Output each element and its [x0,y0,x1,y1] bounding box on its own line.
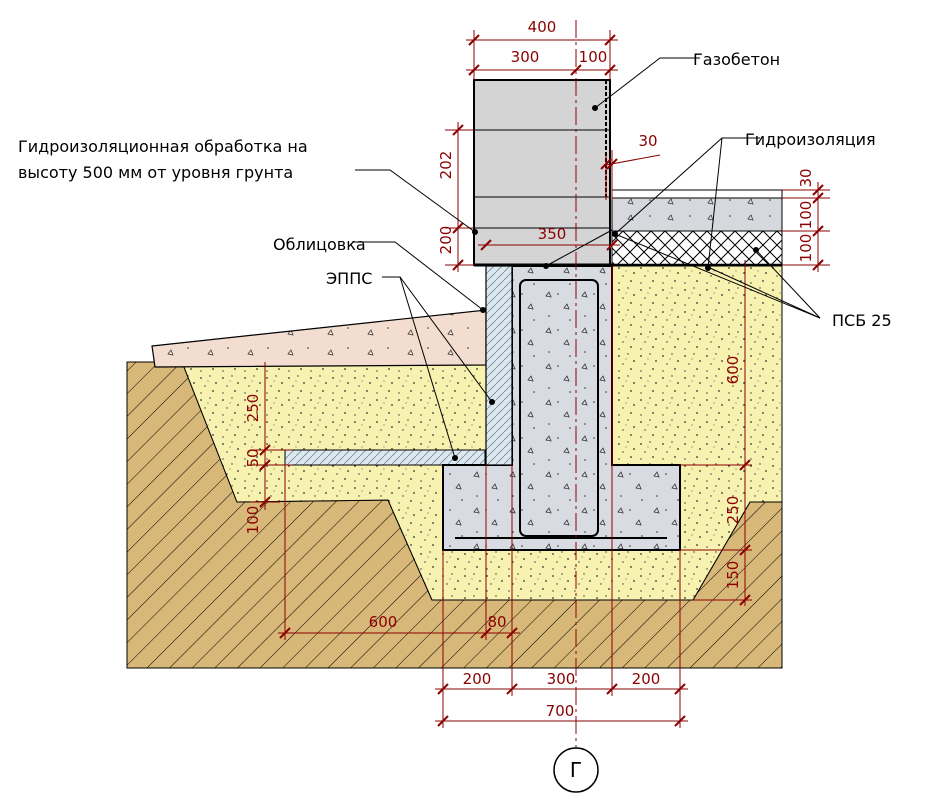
floor-slab-layer [611,197,783,232]
dim-30: 30 [638,132,657,150]
dim-300-top: 300 [511,48,540,66]
dim-300-bottom: 300 [547,670,576,688]
label-epps: ЭППС [326,269,372,288]
label-gidroizolyatsiya: Гидроизоляция [745,130,876,149]
label-gazobeton: Газобетон [693,50,780,69]
label-psb: ПСБ 25 [832,311,892,330]
dim-100-left: 100 [244,506,262,535]
dim-100-right-b: 100 [797,234,815,263]
dim-350: 350 [538,225,567,243]
rebar-cage [519,279,599,537]
dimension-lines [250,30,830,728]
axis-bubble [553,747,599,793]
epps-horizontal-insulation [284,449,486,466]
dim-600-right: 600 [724,356,742,385]
epps-vertical-insulation [485,265,513,466]
dim-30-right: 30 [797,168,815,187]
floor-finish-layer [611,189,783,199]
dim-200-b: 200 [632,670,661,688]
dim-100-top: 100 [579,48,608,66]
gas-concrete-wall [473,79,611,266]
dim-50-left: 50 [244,448,262,467]
dim-250-right: 250 [724,496,742,525]
paving-slab [151,309,487,368]
dim-250-left: 250 [244,394,262,423]
label-oblitsovka: Облицовка [273,235,366,254]
dim-202: 202 [437,151,455,180]
label-hydro-treatment-2: высоту 500 мм от уровня грунта [18,163,293,182]
dim-400: 400 [528,18,557,36]
label-hydro-treatment-1: Гидроизоляционная обработка на [18,137,308,156]
dim-700: 700 [546,702,575,720]
dim-200-left: 200 [437,226,455,255]
axis-label: Г [570,758,582,782]
dim-80: 80 [487,613,506,631]
leader-dots [452,105,759,461]
dim-200-a: 200 [463,670,492,688]
dim-100-right-a: 100 [797,201,815,230]
dim-150-right: 150 [724,561,742,590]
leader-lines [352,57,821,459]
dim-600-bottom: 600 [369,613,398,631]
